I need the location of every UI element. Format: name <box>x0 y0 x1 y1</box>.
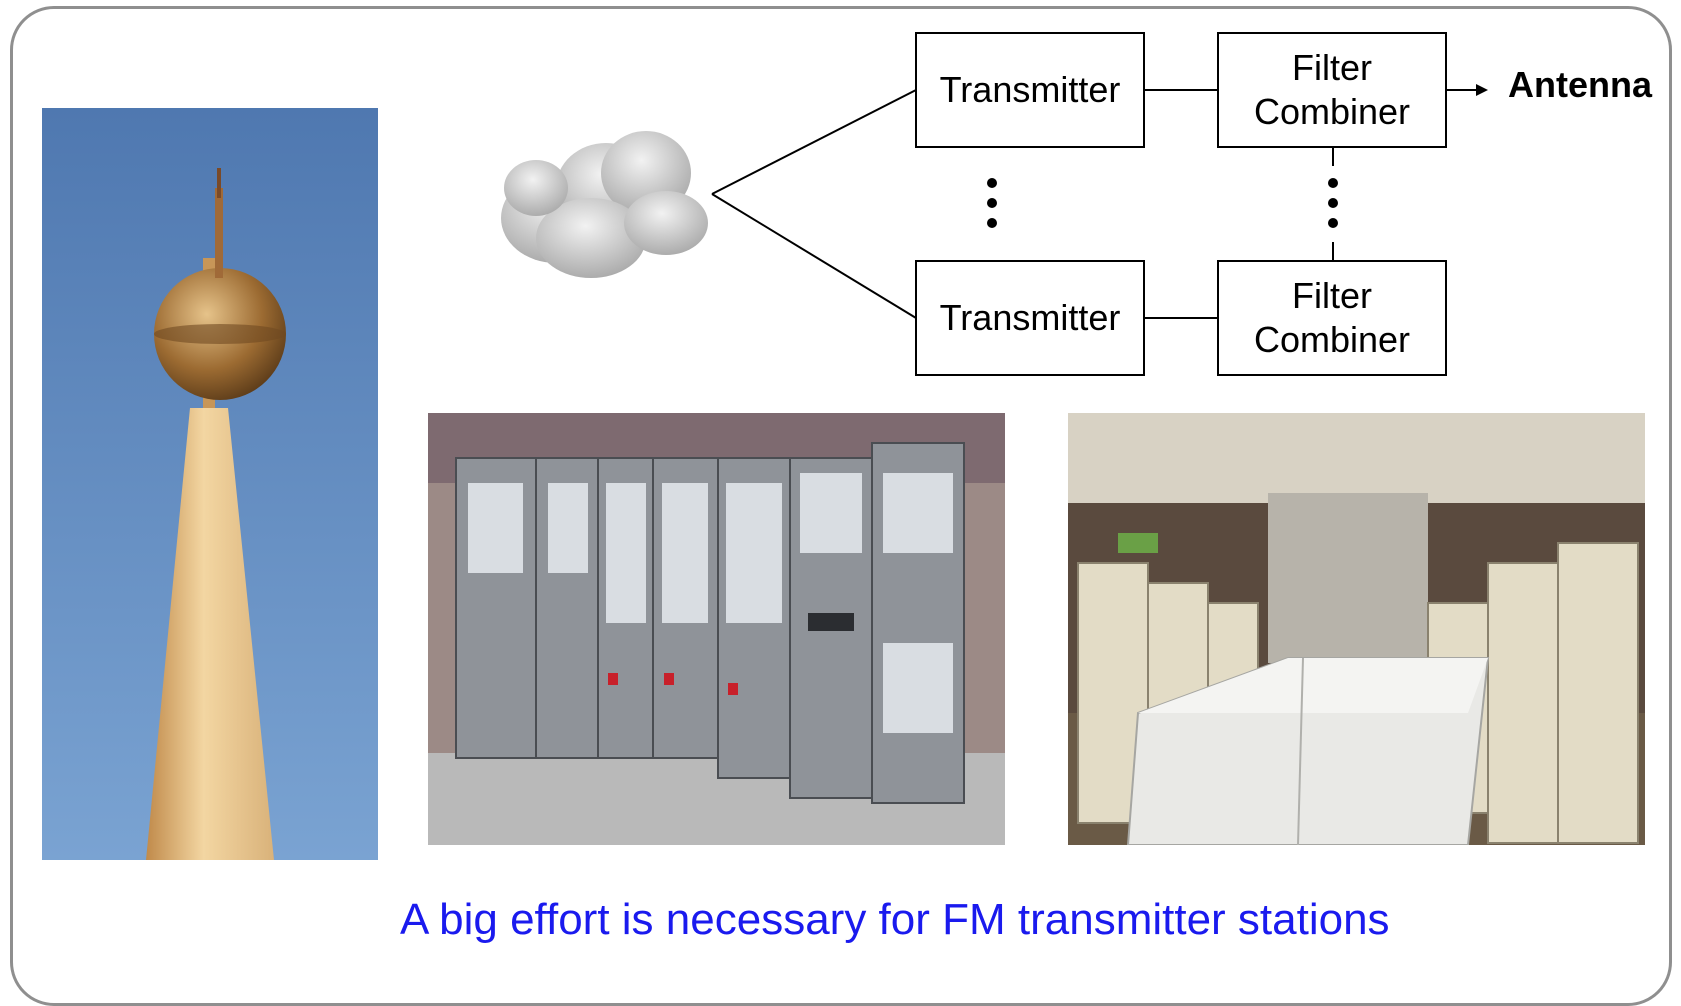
transmitter-racks-photo <box>428 413 1005 845</box>
transmitter-box-top: Transmitter <box>915 32 1145 148</box>
combiner-label-line1: Filter <box>1292 47 1372 88</box>
antenna-label: Antenna <box>1508 64 1652 105</box>
combiner-label-line1: Filter <box>1292 275 1372 316</box>
cloud-icon <box>496 118 710 282</box>
transmitter-label: Transmitter <box>939 69 1121 110</box>
transmitter-label: Transmitter <box>939 297 1121 338</box>
filter-combiner-box-top: Filter Combiner <box>1217 32 1447 148</box>
combiner-label-line2: Combiner <box>1253 319 1411 360</box>
tv-tower-photo <box>42 108 378 860</box>
slide-caption: A big effort is necessary for FM transmi… <box>400 895 1390 944</box>
transmitter-box-bottom: Transmitter <box>915 260 1145 376</box>
filter-combiner-box-bottom: Filter Combiner <box>1217 260 1447 376</box>
ellipsis-dots <box>987 178 1338 228</box>
combiner-label-line2: Combiner <box>1253 91 1411 132</box>
filter-combiner-room-photo <box>1068 413 1645 845</box>
diagram-connectors <box>711 84 1488 319</box>
